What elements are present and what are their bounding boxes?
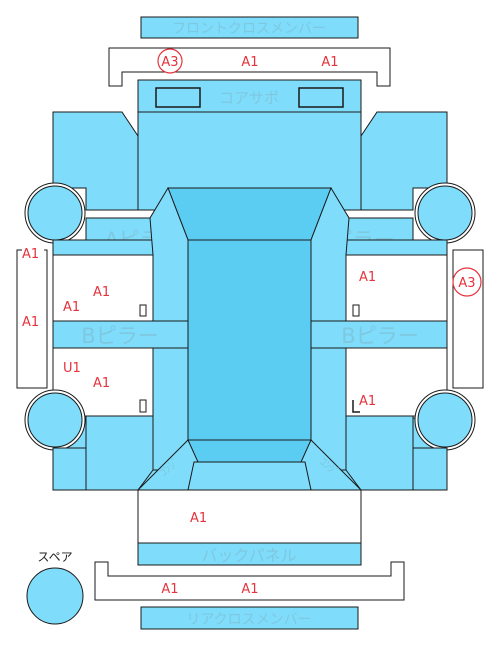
rear-door-left-grade-a: A1 [93,376,110,391]
spare-tire[interactable]: スペア [26,550,84,625]
rear-member-grades: A1 A1 [155,580,265,598]
front-cross-member[interactable]: フロントクロスメンバー [140,16,359,39]
rear-cross-member[interactable]: リアクロスメンバー [140,606,359,630]
trunk[interactable]: A1 [137,489,362,544]
rear-deck [187,461,312,491]
b-pillar-left-label: Bピラー [81,324,158,348]
core-support-label: コアサポ [219,89,279,107]
front-cross-member-label: フロントクロスメンバー [172,21,326,37]
front-member-grades: A3 A1 A1 [157,48,344,74]
rear-cross-member-label: リアクロスメンバー [186,612,311,628]
side-sill-right[interactable]: A3 [452,249,484,389]
front-member-grade-right: A1 [321,55,338,70]
front-door-right-grade: A1 [359,270,376,285]
spare-label: スペア [37,550,72,564]
front-door-left-grade-a: A1 [93,285,110,300]
trunk-grade: A1 [190,511,207,526]
front-door-right[interactable]: A1 [345,254,448,322]
rear-door-right-grade: A1 [359,394,376,409]
core-support[interactable]: コアサポ [155,87,344,108]
b-pillar-right-label: Bピラー [341,324,418,348]
b-pillar-left[interactable]: Bピラー [52,320,189,349]
rear-quarter-area[interactable] [52,415,448,491]
roof[interactable] [149,186,350,471]
front-door-left[interactable]: A1 A1 [52,254,154,322]
wheel-front-right[interactable] [414,182,476,244]
side-sill-left-grade-lower: A1 [22,315,39,330]
side-sill-left-grade-upper: A1 [22,247,39,262]
wheel-rear-left[interactable] [24,389,86,451]
rear-member-grade-right: A1 [241,582,258,597]
b-pillar-right[interactable]: Bピラー [310,320,448,349]
side-sill-left[interactable]: A1 A1 [16,246,48,389]
front-member-grade-center: A1 [241,55,258,70]
side-sill-right-grade: A3 [458,276,475,291]
back-panel[interactable]: バックパネル [137,542,362,566]
rear-door-left-grade-u: U1 [63,361,81,376]
wheel-rear-right[interactable] [414,389,476,451]
rear-member-grade-left: A1 [161,582,178,597]
wheel-front-left[interactable] [24,182,86,244]
front-door-left-grade-b: A1 [63,300,80,315]
back-panel-label: バックパネル [201,546,296,565]
front-member-grade-left: A3 [161,55,178,70]
